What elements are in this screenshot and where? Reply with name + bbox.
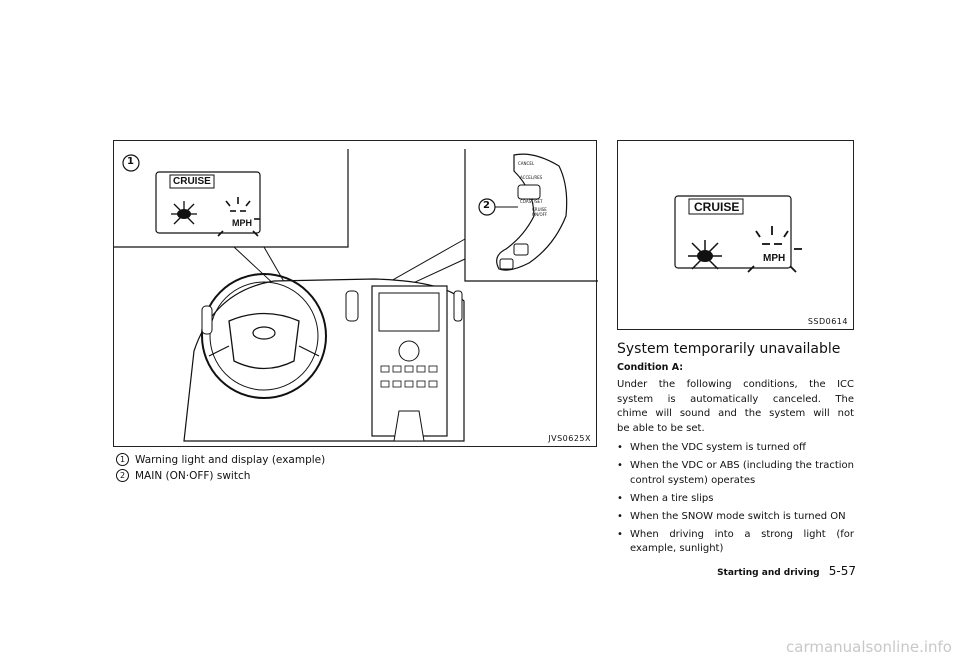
list-item: When the SNOW mode switch is turned ON — [617, 510, 854, 525]
page-number: 5-57 — [828, 564, 856, 578]
caption-number: 2 — [116, 469, 129, 482]
figure-cruise-display: CRUISE MPH SSD0614 — [617, 140, 854, 330]
callout-2-label: 2 — [483, 200, 490, 211]
caption-number: 1 — [116, 453, 129, 466]
page-footer: Starting and driving 5-57 — [717, 564, 856, 578]
condition-subheading: Condition A: — [617, 362, 684, 373]
callout-1-label: 1 — [127, 156, 134, 167]
figure-captions: 1 Warning light and display (example) 2 … — [116, 453, 325, 482]
footer-section-name: Starting and driving — [717, 568, 820, 578]
caption-2: 2 MAIN (ON·OFF) switch — [116, 469, 325, 482]
display-mph-text: MPH — [763, 253, 786, 264]
condition-list: When the VDC system is turned off When t… — [617, 441, 854, 557]
switch-label-cruise: CRUISE ON/OFF — [532, 207, 548, 217]
section-content: System temporarily unavailable Condition… — [617, 341, 854, 560]
list-item: When driving into a strong light (for ex… — [617, 528, 854, 557]
paragraph-line: be able to be set. — [617, 422, 705, 434]
paragraph-line: Under the following conditions, the ICC — [617, 379, 854, 390]
section-heading: System temporarily unavailable — [617, 341, 841, 357]
watermark-text: carmanualsonline.info — [786, 638, 952, 656]
list-item: When the VDC or ABS (including the tract… — [617, 459, 854, 488]
caption-1: 1 Warning light and display (example) — [116, 453, 325, 466]
switch-label-coast: COAST/SET — [520, 199, 543, 204]
switch-label-cancel: CANCEL — [518, 161, 535, 166]
display-mph-text: MPH — [232, 218, 252, 228]
cruise-display-illustration — [674, 195, 802, 273]
paragraph-line: system is automatically canceled. The — [617, 393, 854, 405]
figure-dashboard: 1 2 CRUISE MPH CANCEL ACCEL/RES COAST/SE… — [113, 140, 598, 447]
caption-text: Warning light and display (example) — [135, 453, 326, 466]
display-cruise-text: CRUISE — [694, 200, 740, 214]
paragraph-line: chime will sound and the system will not — [617, 408, 854, 419]
display-cruise-text: CRUISE — [173, 176, 211, 187]
list-item: When a tire slips — [617, 492, 854, 507]
list-item: When the VDC system is turned off — [617, 441, 854, 456]
figure-code: JVS0625X — [548, 434, 591, 443]
caption-text: MAIN (ON·OFF) switch — [135, 469, 251, 482]
dashboard-illustration — [114, 149, 598, 442]
figure-code: SSD0614 — [807, 317, 848, 326]
switch-label-accel: ACCEL/RES — [520, 175, 543, 180]
intro-paragraph: Under the following conditions, the ICC … — [617, 378, 854, 436]
